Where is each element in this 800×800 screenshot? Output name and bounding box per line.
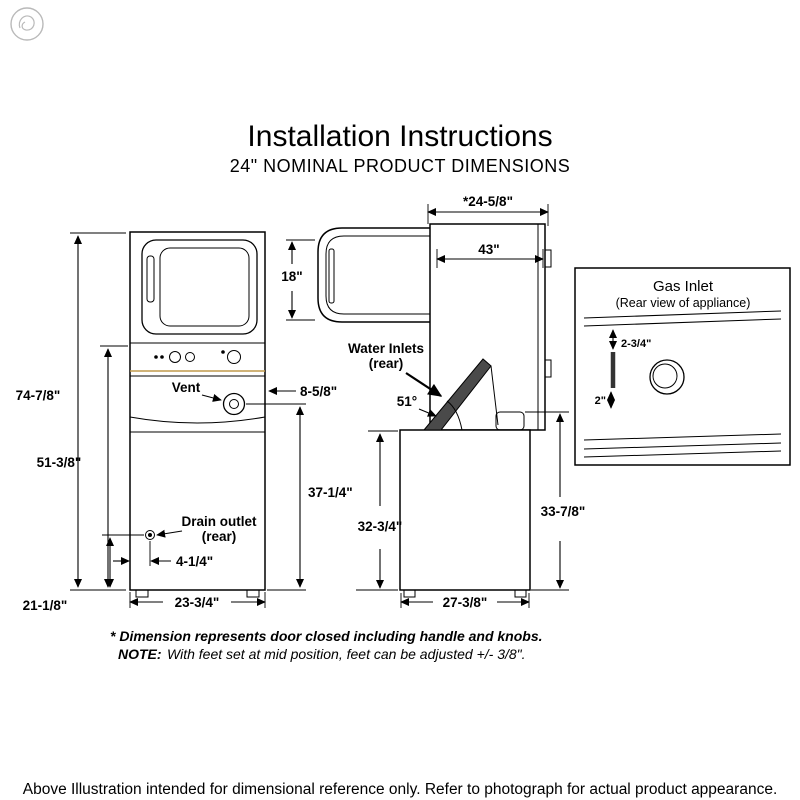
- side-washer-outline: [399, 429, 531, 591]
- side-view: 51°: [317, 223, 552, 598]
- dryer-door-window: [159, 247, 250, 327]
- angle-leader-arrow: [418, 408, 437, 417]
- dim-base-depth: 27-3/8": [443, 595, 488, 610]
- washer-console: [495, 411, 525, 431]
- front-right-foot: [246, 589, 260, 598]
- footnotes: * Dimension represents door closed inclu…: [110, 628, 543, 662]
- brand-logo: [10, 7, 44, 41]
- control-knob: [169, 351, 181, 363]
- rear-connection-tab: [544, 359, 552, 378]
- vent-inner-circle: [229, 399, 239, 409]
- dim-lower-section-height: 51-3/8": [37, 455, 82, 470]
- rear-panel-line: [583, 318, 782, 327]
- drain-outlet-circle: [145, 530, 155, 540]
- dim-cabinet-width: 23-3/4": [175, 595, 220, 610]
- gas-inlet-subtitle: (Rear view of appliance): [616, 296, 751, 310]
- lid-angle-arc: [446, 400, 463, 431]
- side-rear-foot: [514, 589, 527, 598]
- control-dot: [154, 355, 158, 359]
- drain-outlet-label: Drain outlet: [181, 514, 257, 529]
- control-dot: [221, 350, 225, 354]
- dim-depth-overall: *24-5/8": [463, 194, 513, 209]
- washer-front-curve: [129, 416, 266, 424]
- water-inlets-arrow: [405, 372, 443, 397]
- drain-leader-arrow: [156, 529, 183, 538]
- dim-gas-pipe: 2": [595, 395, 606, 407]
- dryer-door: [141, 239, 258, 335]
- gas-inlet-opening-inner: [652, 363, 678, 389]
- rear-panel-line: [583, 310, 782, 319]
- rear-base-line: [583, 433, 782, 441]
- control-knob: [185, 352, 195, 362]
- control-knob: [227, 350, 241, 364]
- note-label: NOTE:: [118, 646, 162, 662]
- dim-drain-height: 21-1/8": [23, 598, 68, 613]
- gas-inlet-title: Gas Inlet: [653, 278, 714, 295]
- front-view: [129, 231, 266, 598]
- dim-overall-height: 74-7/8": [16, 388, 61, 403]
- drain-outlet-sublabel: (rear): [202, 529, 237, 544]
- water-inlets-label: Water Inlets: [348, 341, 424, 356]
- page-title: Installation Instructions: [247, 120, 552, 153]
- side-view-dimensions: *24-5/8" 43" Water Inlets (rear) 32-3/4"…: [348, 194, 585, 610]
- dim-lid-open-angle: 51°: [397, 394, 417, 409]
- page-subtitle: 24" NOMINAL PRODUCT DIMENSIONS: [230, 156, 570, 176]
- dim-drain-side-offset: 4-1/4": [176, 554, 213, 569]
- dim-vent-floor-height: 37-1/4": [308, 485, 353, 500]
- rear-base-line: [583, 442, 782, 450]
- vent-leader-arrow: [201, 394, 222, 402]
- brand-logo-monogram: [18, 15, 35, 31]
- vent-circle: [222, 392, 246, 416]
- lid-prop-line: [490, 365, 499, 426]
- dim-washer-top-height: 33-7/8": [541, 504, 586, 519]
- vent-label: Vent: [172, 380, 201, 395]
- dim-gas-offset: 2-3/4": [621, 338, 651, 350]
- side-door-handle: [328, 248, 335, 304]
- control-dot: [160, 355, 164, 359]
- dim-washer-height: 32-3/4": [358, 519, 403, 534]
- footer-disclaimer: Above Illustration intended for dimensio…: [23, 781, 778, 798]
- rear-base-line: [583, 450, 782, 458]
- asterisk-footnote: * Dimension represents door closed inclu…: [110, 628, 543, 644]
- brand-logo-circle: [10, 7, 44, 41]
- side-door-outline: [317, 227, 430, 323]
- water-inlets-sublabel: (rear): [369, 356, 404, 371]
- dim-vent-side-offset: 8-5/8": [300, 384, 337, 399]
- front-left-foot: [135, 589, 149, 598]
- side-front-foot: [403, 589, 416, 598]
- front-view-dimensions: 74-7/8" 51-3/8" 21-1/8" 23-3/4" Vent 8-5…: [16, 232, 353, 613]
- rear-connection-tab: [544, 249, 552, 268]
- note-text: With feet set at mid position, feet can …: [167, 646, 526, 662]
- drain-outlet-center: [148, 533, 152, 537]
- dim-depth-door-open: 43": [478, 242, 499, 257]
- gas-inlet-inset: Gas Inlet (Rear view of appliance) 2-3/4…: [574, 267, 791, 466]
- gas-inlet-opening-outer: [649, 359, 685, 395]
- side-door-inner-line: [325, 235, 430, 315]
- dryer-door-handle: [146, 255, 155, 303]
- dim-door-height: 18": [281, 269, 302, 284]
